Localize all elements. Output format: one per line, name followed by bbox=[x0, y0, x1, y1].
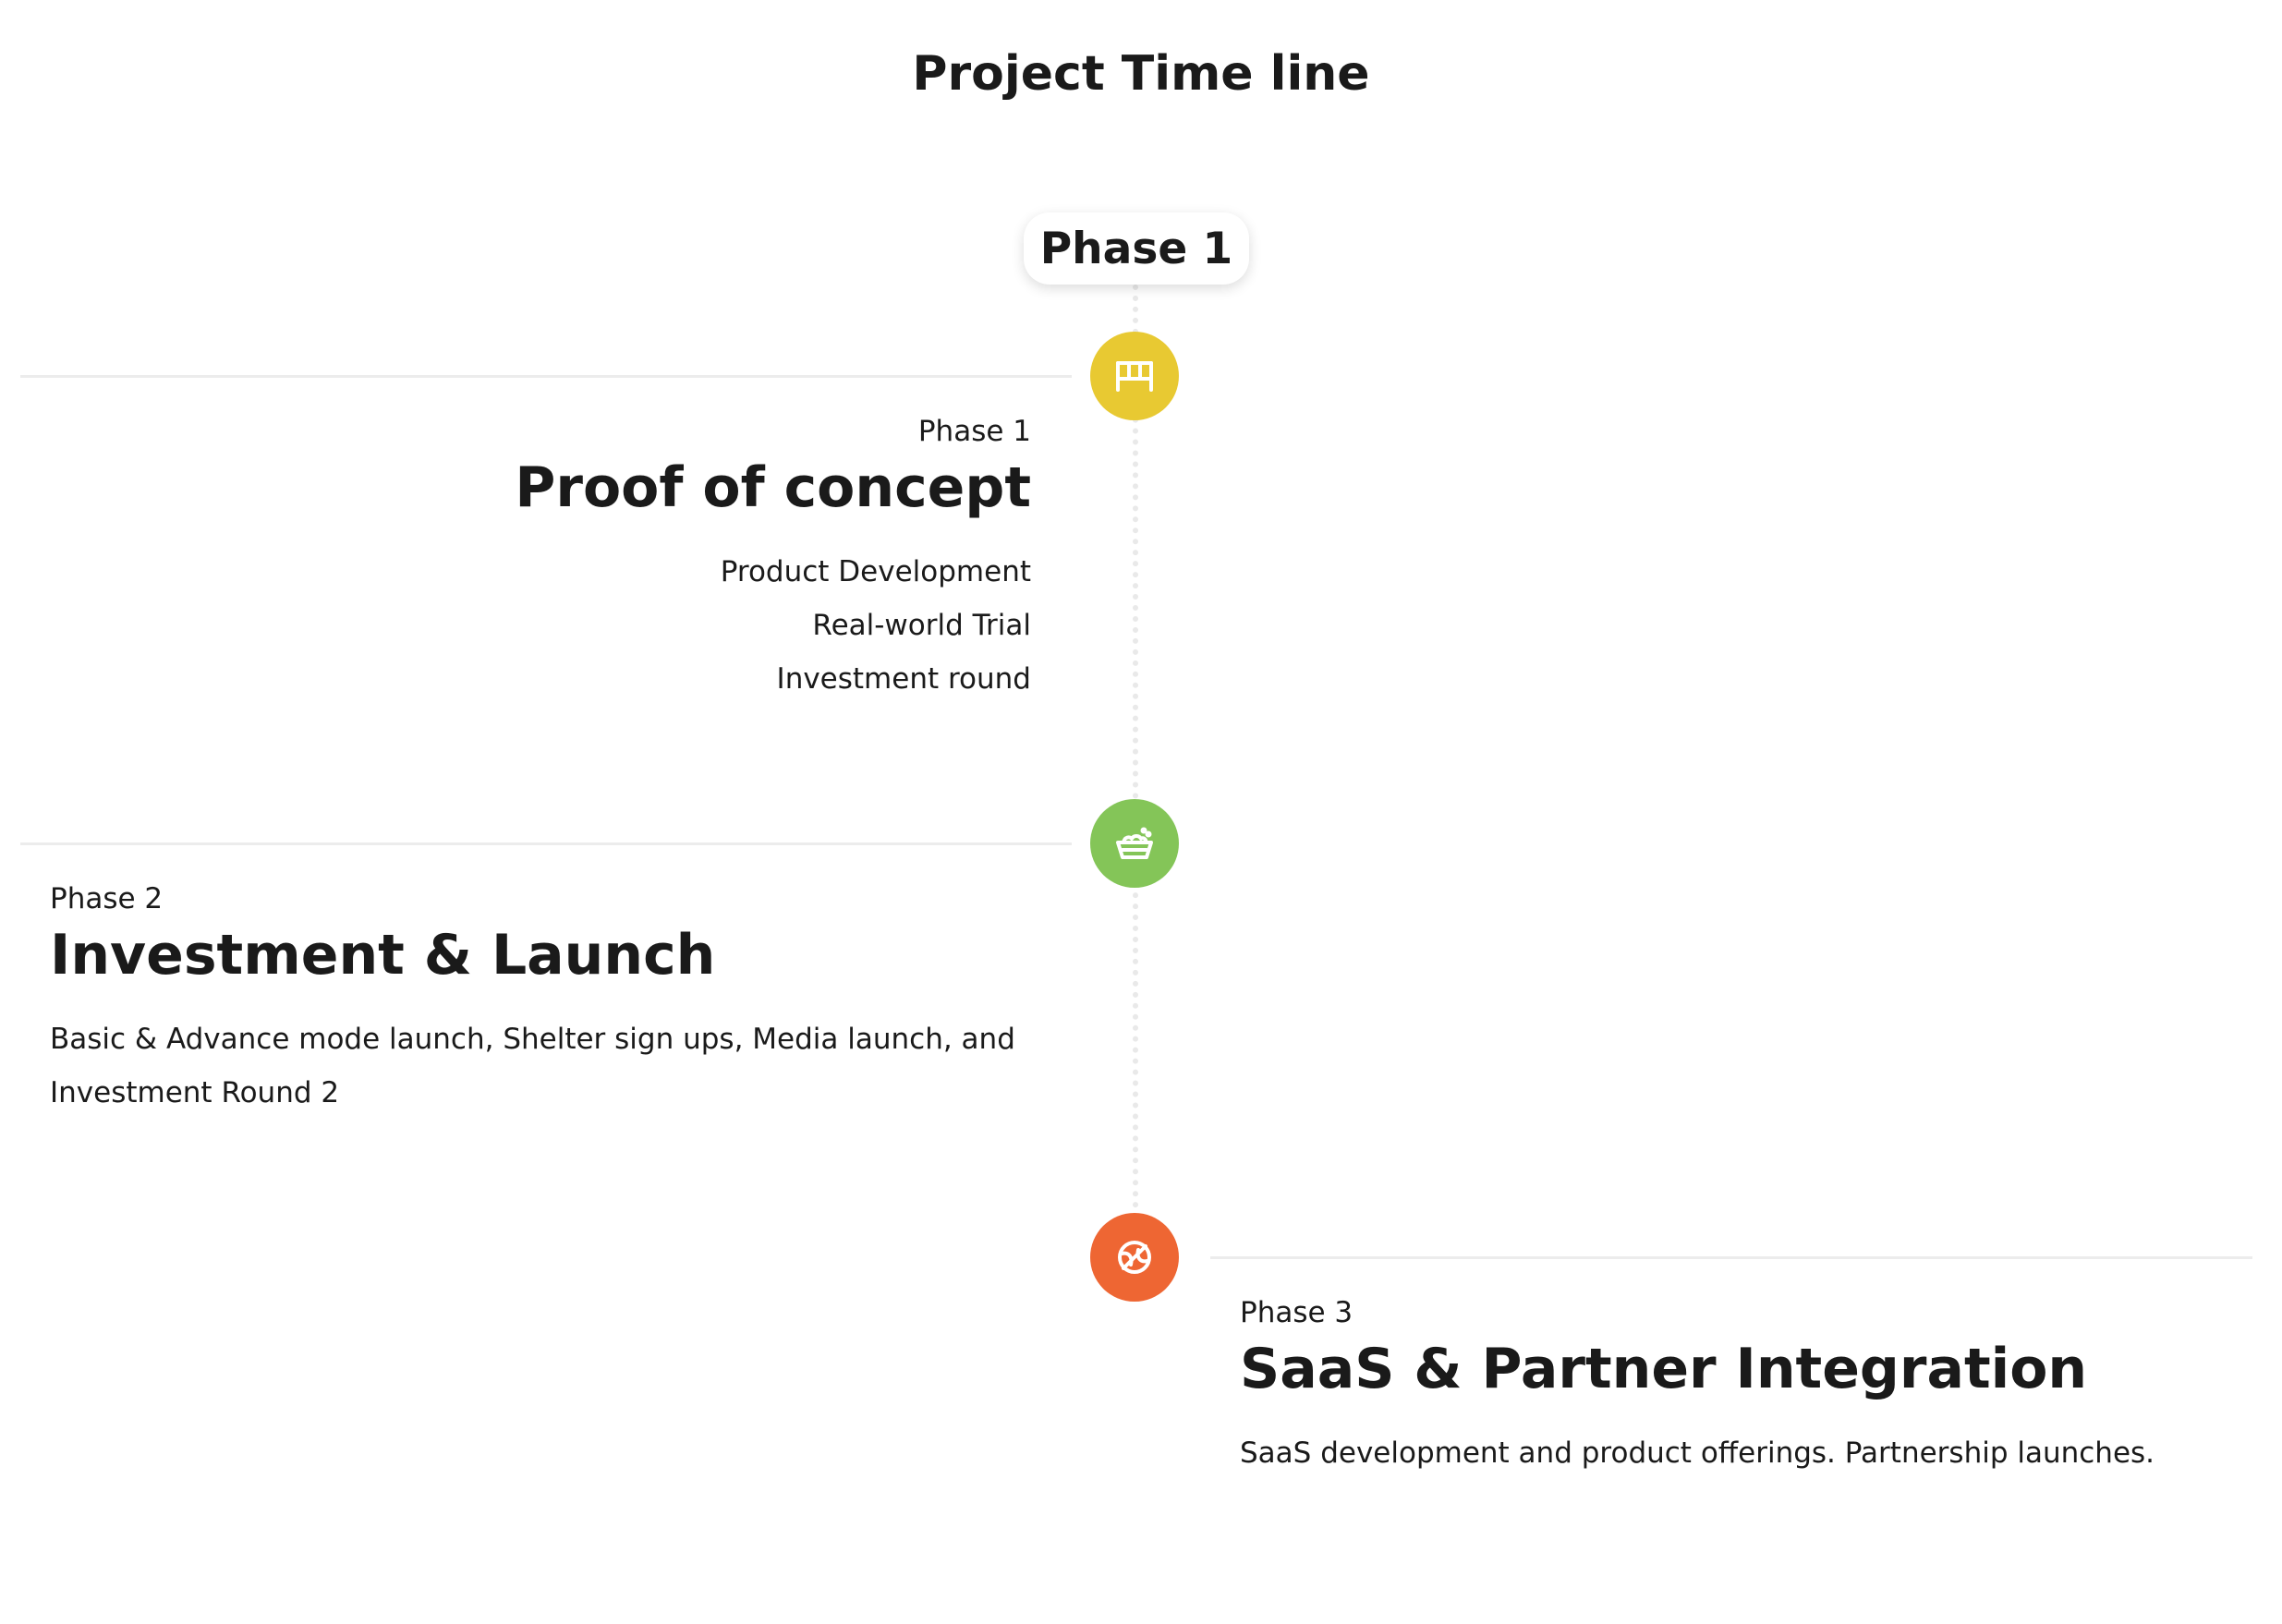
phase2-description-line: Basic & Advance mode launch, Shelter sig… bbox=[50, 1023, 1015, 1056]
phase1-item: Real-world Trial bbox=[812, 609, 1031, 642]
timeline-axis bbox=[1133, 285, 1138, 1208]
bench-icon bbox=[1115, 360, 1154, 392]
phase1-marker bbox=[1090, 332, 1179, 420]
phase3-divider bbox=[1210, 1256, 2252, 1259]
ball-icon bbox=[1116, 1239, 1153, 1276]
phase2-description: Basic & Advance mode launch, Shelter sig… bbox=[50, 1012, 1015, 1120]
phase1-title: Proof of concept bbox=[515, 455, 1031, 520]
phase2-marker bbox=[1090, 799, 1179, 888]
phase3-description-line: SaaS development and product offerings. … bbox=[1240, 1436, 2155, 1470]
phase-header-pill: Phase 1 bbox=[1024, 212, 1249, 285]
phase2-title: Investment & Launch bbox=[50, 923, 716, 988]
phase3-label: Phase 3 bbox=[1240, 1296, 1353, 1329]
phase1-items: Product Development Real-world Trial Inv… bbox=[515, 545, 1031, 706]
phase1-entry: Phase 1 Proof of concept Product Develop… bbox=[515, 412, 1031, 706]
phase3-title: SaaS & Partner Integration bbox=[1240, 1337, 2088, 1401]
food-bowl-icon bbox=[1115, 826, 1154, 861]
phase2-description-line: Investment Round 2 bbox=[50, 1076, 340, 1109]
phase3-entry: Phase 3 SaaS & Partner Integration SaaS … bbox=[1240, 1293, 2155, 1480]
phase3-marker bbox=[1090, 1213, 1179, 1302]
phase2-divider bbox=[20, 842, 1072, 845]
phase1-label: Phase 1 bbox=[917, 415, 1031, 448]
phase2-entry: Phase 2 Investment & Launch Basic & Adva… bbox=[50, 879, 1015, 1120]
phase1-item: Product Development bbox=[720, 555, 1031, 588]
phase3-description: SaaS development and product offerings. … bbox=[1240, 1426, 2155, 1480]
phase1-item: Investment round bbox=[776, 662, 1031, 696]
page-title: Project Time line bbox=[912, 46, 1370, 102]
phase1-divider bbox=[20, 375, 1072, 378]
phase2-label: Phase 2 bbox=[50, 882, 164, 915]
